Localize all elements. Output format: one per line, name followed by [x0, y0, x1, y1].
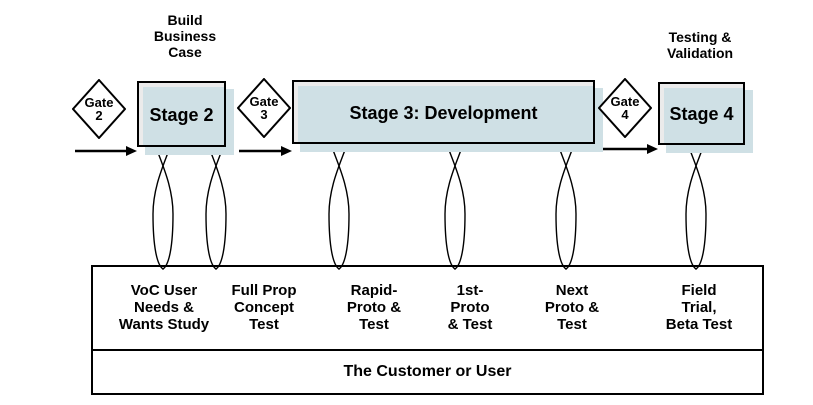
activity-voc-user-needs: VoC User Needs & Wants Study: [118, 282, 210, 333]
iteration-loop: [152, 146, 174, 270]
stage-border: Stage 2: [137, 81, 226, 147]
activity-full-prop-concept: Full Prop Concept Test: [231, 282, 297, 333]
activity-rapid-proto-test: Rapid- Proto & Test: [346, 282, 402, 333]
flow-arrow: [239, 146, 292, 156]
diamond-shape-icon: [237, 78, 291, 138]
flow-arrow: [602, 144, 658, 154]
iteration-loop: [205, 146, 227, 270]
stage-4-box: Stage 4: [658, 82, 753, 153]
stage-3-box: Stage 3: Development: [292, 80, 603, 152]
stage-border: Stage 4: [658, 82, 745, 145]
gate-4-diamond: Gate 4: [598, 78, 652, 138]
stage-fill: [664, 88, 743, 143]
gate-number: 2: [95, 108, 103, 123]
diamond-shape-icon: [598, 78, 652, 138]
stage-label: Stage 2: [149, 104, 214, 125]
customer-band: The Customer or User: [93, 349, 762, 393]
activity-field-trial-beta: Field Trial, Beta Test: [665, 282, 733, 333]
iteration-loop: [444, 146, 466, 270]
gate-2-diamond: Gate 2: [72, 79, 126, 139]
gate-number: 4: [621, 107, 629, 122]
activity-1st-proto-test: 1st- Proto & Test: [447, 282, 493, 333]
gate-name: Gate: [84, 95, 114, 110]
customer-box: VoC User Needs & Wants Study Full Prop C…: [91, 265, 764, 395]
flow-arrow: [75, 146, 137, 156]
iteration-loop: [555, 146, 577, 270]
iteration-loop: [328, 146, 350, 270]
stage-2-box: Stage 2: [137, 81, 234, 155]
diamond-shape-icon: [72, 79, 126, 139]
stage-fill: [298, 86, 593, 142]
gate-3-diamond: Gate 3: [237, 78, 291, 138]
iteration-loops: [152, 146, 707, 270]
gate-number: 3: [260, 107, 268, 122]
stage-label: Stage 3: Development: [349, 102, 538, 123]
gate-name: Gate: [249, 94, 279, 109]
phase-label-build-business-case: Build Business Case: [153, 12, 217, 60]
stage-label: Stage 4: [669, 104, 734, 124]
flow-arrows: [75, 144, 658, 156]
gate-name: Gate: [610, 94, 640, 109]
phase-label-testing-validation: Testing & Validation: [666, 29, 734, 61]
stage-fill: [143, 87, 224, 145]
stage-border: Stage 3: Development: [292, 80, 595, 144]
activity-next-proto-test: Next Proto & Test: [544, 282, 600, 333]
iteration-loop: [685, 146, 707, 270]
